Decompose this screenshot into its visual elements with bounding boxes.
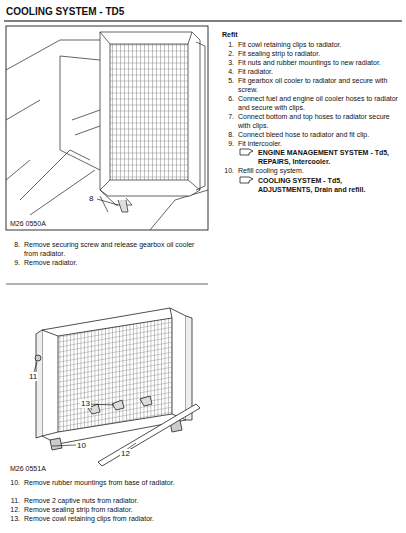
figure-ref: M26 0551A [10, 464, 46, 473]
step-number: 10. [220, 166, 234, 175]
cross-reference: ENGINE MANAGEMENT SYSTEM - Td5, REPAIRS,… [258, 148, 403, 166]
step-number: 13. [6, 514, 20, 523]
figure-ref: M26 0550A [10, 219, 46, 228]
step-number: 9. [220, 139, 234, 148]
step-text: Refill cooling system. [238, 166, 403, 175]
step-text: Remove securing screw and release gearbo… [24, 240, 206, 258]
step-number: 9. [6, 258, 20, 267]
step-text: Remove radiator. [24, 258, 206, 267]
callout-number: 10 [76, 441, 87, 450]
callout-number: 11 [28, 372, 38, 381]
step-text: Remove 2 captive nuts from radiator. [24, 496, 206, 505]
step-text: Remove sealing strip from radiator. [24, 505, 206, 514]
step-number: 10. [6, 478, 20, 487]
step-number: 5. [220, 76, 234, 85]
callout-number: 8 [88, 194, 94, 203]
step-text: Fit sealing strip to radiator. [238, 49, 403, 58]
step-number: 1. [220, 40, 234, 49]
step-number: 11. [6, 496, 20, 505]
step-text: Fit intercooler. [238, 139, 403, 148]
callout-number: 13 [80, 399, 91, 408]
step-number: 2. [220, 49, 234, 58]
section-heading: Refit [222, 30, 282, 39]
page-title: COOLING SYSTEM - TD5 [6, 6, 124, 18]
step-text: Fit gearbox oil cooler to radiator and s… [238, 76, 403, 94]
callout-number: 12 [120, 449, 131, 458]
step-number: 12. [6, 505, 20, 514]
step-number: 6. [220, 94, 234, 103]
step-text: Remove cowl retaining clips from radiato… [24, 514, 206, 523]
cross-reference: COOLING SYSTEM - Td5, ADJUSTMENTS, Drain… [258, 176, 398, 194]
step-number: 8. [220, 130, 234, 139]
step-text: Connect bottom and top hoses to radiator… [238, 112, 403, 130]
step-text: Connect bleed hose to radiator and fit c… [238, 130, 403, 139]
step-number: 4. [220, 67, 234, 76]
step-number: 7. [220, 112, 234, 121]
step-text: Fit cowl retaining clips to radiator. [238, 40, 403, 49]
step-text: Fit nuts and rubber mountings to new rad… [238, 58, 403, 67]
step-number: 8. [6, 240, 20, 249]
step-text: Fit radiator. [238, 67, 403, 76]
step-number: 3. [220, 58, 234, 67]
step-text: Remove rubber mountings from base of rad… [24, 478, 206, 487]
step-text: Connect fuel and engine oil cooler hoses… [238, 94, 403, 112]
